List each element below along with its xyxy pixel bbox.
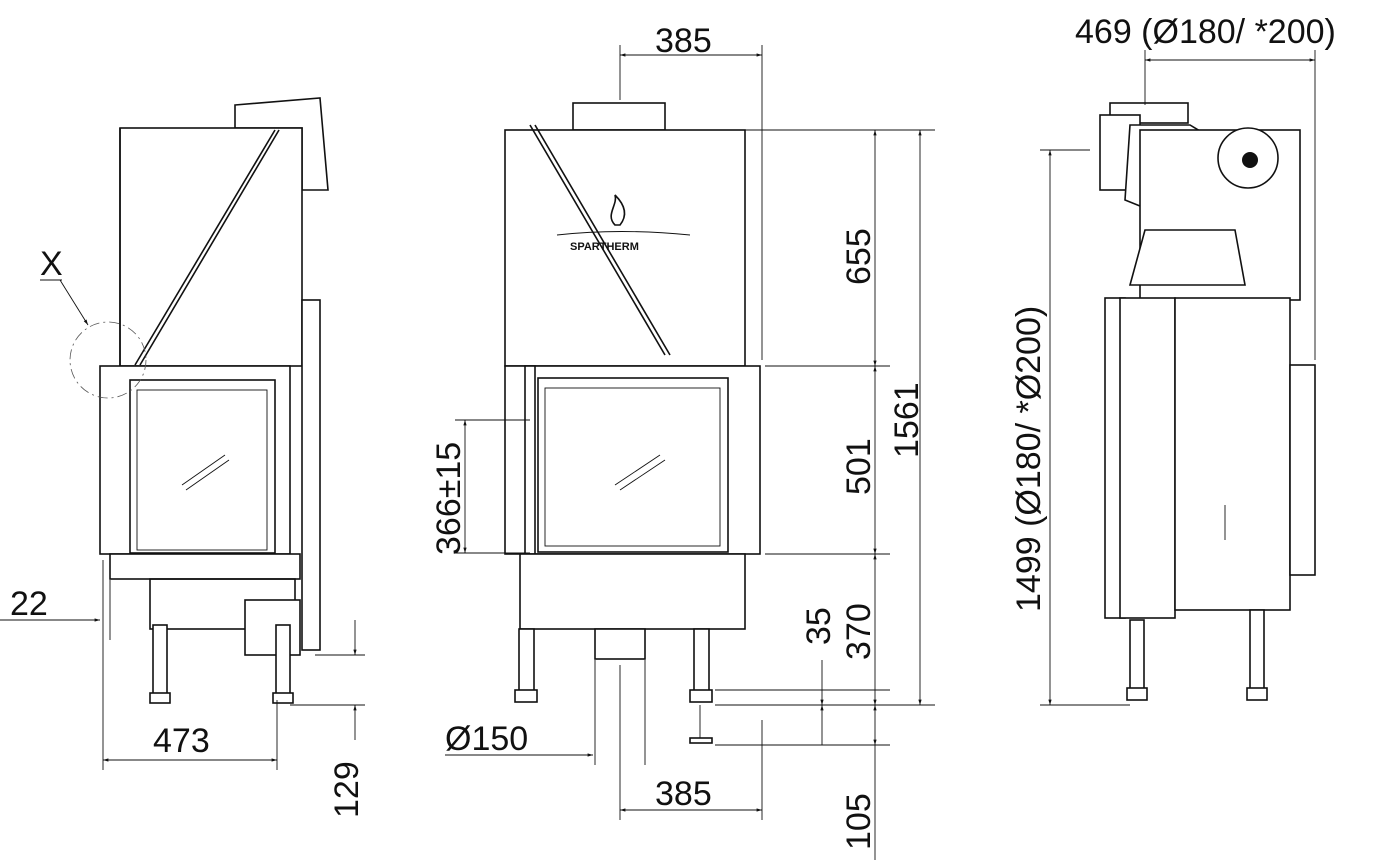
detail-x-circle bbox=[69, 321, 147, 399]
dim-flue-diameter: Ø150 bbox=[445, 720, 528, 758]
side-view: X 22 473 129 bbox=[0, 97, 366, 818]
rear-view: 469 (Ø180/ *200) 1499 (Ø180/ *Ø200) bbox=[1010, 13, 1336, 706]
support-strut bbox=[134, 129, 276, 366]
dim-flue-height: 1499 (Ø180/ *Ø200) bbox=[1010, 306, 1048, 612]
upper-hood bbox=[504, 129, 746, 367]
support-strut bbox=[529, 124, 666, 356]
glass-door bbox=[129, 379, 276, 554]
dim-depth: 473 bbox=[153, 722, 210, 760]
leg bbox=[152, 624, 168, 696]
detail-x-label: X bbox=[40, 245, 63, 283]
front-view: SPARTHERM 385 655 501 370 1561 bbox=[430, 22, 935, 860]
dim-leg-adjust: 35 bbox=[800, 607, 838, 645]
dim-width-top: 385 bbox=[655, 22, 712, 60]
leg bbox=[1249, 609, 1265, 691]
bottom-air-inlet bbox=[594, 628, 646, 660]
glass-door bbox=[537, 377, 729, 553]
base-frame bbox=[519, 553, 746, 630]
dim-glass-height: 366±15 bbox=[430, 442, 468, 555]
flue-outlet bbox=[572, 102, 666, 131]
dim-total-height: 1561 bbox=[888, 382, 926, 458]
firebox bbox=[504, 365, 761, 555]
lower-body bbox=[1174, 297, 1291, 611]
dim-firebox-height: 501 bbox=[840, 438, 878, 495]
flame-logo-icon bbox=[610, 194, 626, 226]
firebox bbox=[99, 365, 291, 555]
leg bbox=[518, 628, 535, 696]
dim-below-floor: 105 bbox=[840, 793, 878, 850]
dim-base-height: 129 bbox=[328, 761, 366, 818]
dim-width-bottom: 385 bbox=[655, 775, 712, 813]
side-panel bbox=[301, 299, 321, 651]
dim-flue-offset: 469 (Ø180/ *200) bbox=[1075, 13, 1336, 51]
leg bbox=[1129, 619, 1145, 691]
dim-offset: 22 bbox=[10, 585, 48, 623]
dim-hood-height: 655 bbox=[840, 228, 878, 285]
upper-hood bbox=[119, 127, 303, 367]
leg bbox=[275, 624, 291, 696]
leg bbox=[693, 628, 710, 696]
brand-logo: SPARTHERM bbox=[570, 241, 639, 253]
dim-base-height: 370 bbox=[840, 603, 878, 660]
base-plate bbox=[109, 553, 301, 580]
